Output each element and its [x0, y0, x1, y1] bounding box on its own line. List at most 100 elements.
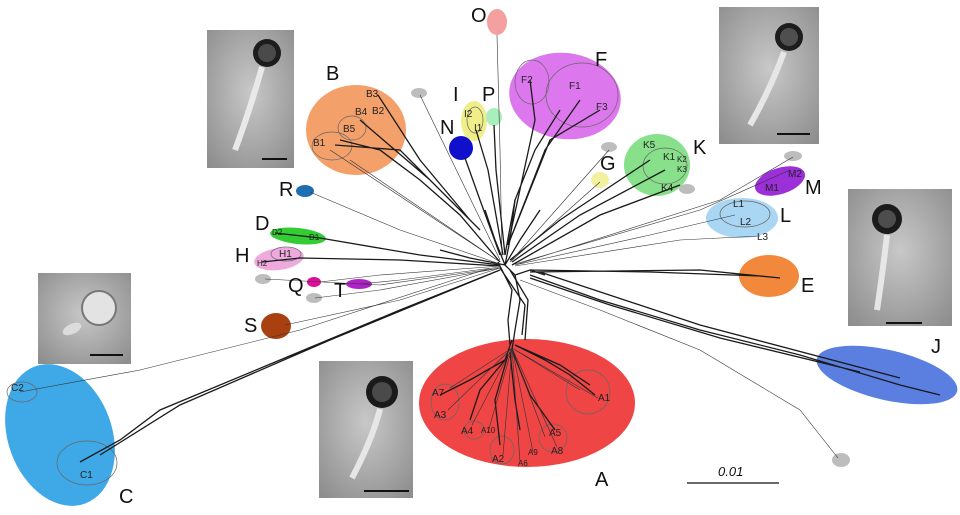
subcluster-label-i1: I1	[474, 123, 483, 134]
subcluster-label-k1: K1	[663, 152, 676, 163]
subcluster-label-k4: K4	[661, 183, 674, 194]
subcluster-a1-outline	[565, 369, 611, 415]
cluster-c-ellipse	[5, 364, 115, 506]
cluster-q-ellipse	[307, 277, 321, 287]
cluster-o-ellipse	[487, 9, 507, 35]
subcluster-label-a8: A8	[551, 446, 564, 457]
cluster-labels: A B C D E F G H I J K L M N O P Q R S T	[119, 5, 941, 508]
subcluster-label-i2: I2	[464, 109, 473, 120]
subcluster-label-l3: L3	[757, 232, 769, 243]
subcluster-i-outline	[466, 106, 484, 134]
subcluster-label-k5: K5	[643, 140, 656, 151]
cluster-label-a: A	[595, 469, 609, 491]
cluster-label-h: H	[235, 245, 249, 267]
phage-micrograph-top-left	[207, 30, 294, 168]
subcluster-label-a1: A1	[598, 393, 611, 404]
subcluster-label-b4: B4	[355, 107, 368, 118]
subcluster-l-outline	[719, 200, 771, 228]
subcluster-label-m1: M1	[765, 183, 779, 194]
cluster-label-k: K	[693, 137, 707, 159]
cluster-l-ellipse	[706, 198, 778, 238]
subcluster-a2-outline	[489, 435, 515, 465]
singleton-node	[601, 142, 617, 152]
subcluster-label-l2: L2	[740, 217, 752, 228]
cluster-e-ellipse	[739, 255, 799, 297]
cluster-label-q: Q	[288, 275, 304, 297]
subcluster-b5-outline	[337, 115, 367, 141]
cluster-label-s: S	[244, 315, 257, 337]
subcluster-label-b3: B3	[366, 89, 379, 100]
cluster-label-r: R	[279, 179, 293, 201]
subcluster-label-k3: K3	[677, 165, 687, 174]
subcluster-label-d2: D2	[272, 228, 283, 237]
cluster-b-ellipse	[306, 85, 406, 175]
cluster-m-ellipse	[754, 166, 806, 196]
subcluster-label-d1: D1	[309, 233, 320, 242]
subcluster-labels: A1 A2 A3 A4 A5 A6 A7 A8 A9 A10 B1 B2 B3 …	[11, 75, 802, 481]
phage-micrograph-left	[38, 273, 131, 364]
phage-micrograph-bottom	[319, 361, 413, 498]
cluster-label-n: N	[440, 117, 454, 139]
singleton-node	[784, 151, 802, 161]
cluster-label-e: E	[801, 275, 814, 297]
subcluster-label-k2: K2	[677, 155, 687, 164]
subcluster-outlines	[6, 59, 771, 486]
network-branches	[19, 34, 941, 463]
subcluster-label-c2: C2	[11, 383, 24, 394]
singleton-node	[679, 184, 695, 194]
cluster-label-c: C	[119, 486, 133, 508]
subcluster-a7-outline	[430, 383, 460, 421]
subcluster-label-h2: H2	[257, 259, 268, 268]
cluster-label-j: J	[931, 336, 941, 358]
cluster-label-t: T	[334, 280, 346, 302]
cluster-label-l: L	[780, 205, 791, 227]
singleton-node	[832, 453, 850, 467]
cluster-label-b: B	[326, 63, 339, 85]
subcluster-label-b2: B2	[372, 106, 385, 117]
singleton-node	[411, 88, 427, 98]
subcluster-label-f1: F1	[569, 81, 581, 92]
subcluster-c2-outline	[6, 381, 38, 403]
cluster-label-g: G	[600, 153, 616, 175]
phage-micrograph-right	[848, 189, 952, 326]
singleton-nodes	[255, 88, 850, 467]
scale-bar: 0.01	[687, 464, 779, 484]
cluster-g-ellipse	[591, 172, 609, 188]
subcluster-label-b5: B5	[343, 124, 356, 135]
cluster-label-o: O	[471, 5, 487, 27]
cluster-f-ellipse	[509, 52, 621, 140]
subcluster-h1-outline	[270, 246, 302, 262]
subcluster-label-f3: F3	[596, 102, 608, 113]
subcluster-label-a3: A3	[434, 410, 447, 421]
subcluster-label-m2: M2	[788, 169, 802, 180]
cluster-r-ellipse	[296, 185, 314, 197]
subcluster-a5-outline	[538, 423, 568, 453]
subcluster-label-c1: C1	[80, 470, 93, 481]
subcluster-label-a4: A4	[461, 426, 474, 437]
cluster-n-ellipse	[449, 136, 473, 160]
cluster-label-i: I	[453, 84, 459, 106]
subcluster-label-a7: A7	[432, 388, 445, 399]
subcluster-label-a9: A9	[528, 448, 538, 457]
phage-micrograph-top-right	[719, 7, 819, 144]
scale-bar-label: 0.01	[718, 464, 743, 479]
subcluster-label-a5: A5	[549, 428, 562, 439]
subcluster-label-a10: A10	[481, 426, 496, 435]
subcluster-label-b1: B1	[313, 138, 326, 149]
subcluster-label-a2: A2	[492, 454, 505, 465]
cluster-label-p: P	[482, 84, 495, 106]
subcluster-label-f2: F2	[521, 75, 533, 86]
cluster-label-d: D	[255, 213, 269, 235]
subcluster-label-l1: L1	[733, 199, 745, 210]
cluster-p-ellipse	[486, 108, 502, 126]
cluster-h-ellipse	[254, 247, 304, 271]
singleton-node	[255, 274, 271, 284]
cluster-label-f: F	[595, 49, 607, 71]
subcluster-k-outline	[642, 147, 688, 185]
subcluster-label-a6: A6	[518, 459, 528, 468]
subcluster-label-h1: H1	[279, 249, 292, 260]
cluster-label-m: M	[805, 177, 822, 199]
subcluster-c1-outline	[56, 440, 118, 486]
